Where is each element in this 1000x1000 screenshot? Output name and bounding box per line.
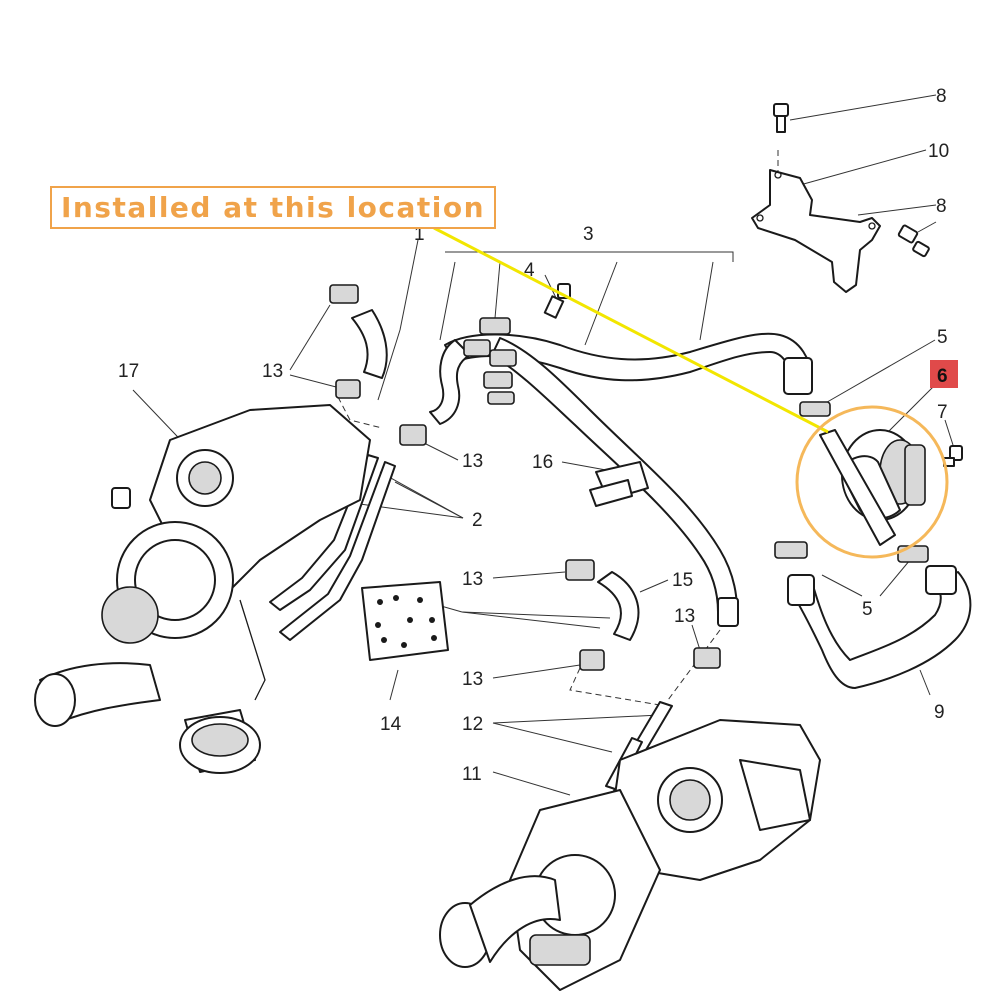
mounting-bracket xyxy=(751,169,881,293)
label-7: 7 xyxy=(937,402,948,423)
coolant-hose-assembly xyxy=(429,332,813,627)
label-14: 14 xyxy=(380,714,402,735)
part-6-badge xyxy=(930,360,958,388)
label-8-side: 8 xyxy=(936,196,947,217)
label-4: 4 xyxy=(524,260,535,281)
callout-text: Installed at this location xyxy=(60,191,486,224)
label-5-lower: 5 xyxy=(862,599,873,620)
auxiliary-pump xyxy=(819,429,926,546)
bracket-16 xyxy=(589,461,649,507)
small-hose-upper xyxy=(351,309,388,379)
label-3: 3 xyxy=(583,224,594,245)
label-12: 12 xyxy=(462,714,483,735)
coolant-pipes-2 xyxy=(269,454,396,641)
installed-location-callout: Installed at this location xyxy=(50,186,496,229)
label-13-lower: 13 xyxy=(462,669,483,690)
highlight-overlay xyxy=(433,226,958,559)
label-5-upper: 5 xyxy=(937,327,948,348)
stud-bolt xyxy=(543,283,571,319)
highlight-circle xyxy=(795,405,949,559)
left-turbocharger xyxy=(34,404,371,774)
bolt-side xyxy=(897,224,930,258)
label-11: 11 xyxy=(462,764,482,785)
pump-clamps xyxy=(774,401,929,563)
bolt-top xyxy=(773,103,789,133)
right-turbocharger xyxy=(439,719,821,991)
label-1: 1 xyxy=(414,224,425,245)
label-17: 17 xyxy=(118,361,139,382)
pump-bolt xyxy=(943,445,963,467)
small-hose-15 xyxy=(597,571,640,641)
label-13-right: 13 xyxy=(674,606,695,627)
part-numbers: 8 10 8 3 1 4 5 6 7 17 13 13 16 2 13 15 5… xyxy=(118,86,949,785)
label-13-upper: 13 xyxy=(262,361,283,382)
lower-hose xyxy=(787,565,972,689)
label-6: 6 xyxy=(937,366,948,387)
label-16: 16 xyxy=(532,452,553,473)
label-13-left: 13 xyxy=(462,569,483,590)
label-15: 15 xyxy=(672,570,693,591)
gasket-plate xyxy=(361,581,449,661)
callout-pointer-line xyxy=(433,226,829,434)
label-13-mid: 13 xyxy=(462,451,483,472)
clips xyxy=(329,284,721,671)
hose-clamps xyxy=(463,317,517,405)
label-10: 10 xyxy=(928,141,949,162)
label-9: 9 xyxy=(934,702,945,723)
label-8-top: 8 xyxy=(936,86,947,107)
label-2: 2 xyxy=(472,510,483,531)
